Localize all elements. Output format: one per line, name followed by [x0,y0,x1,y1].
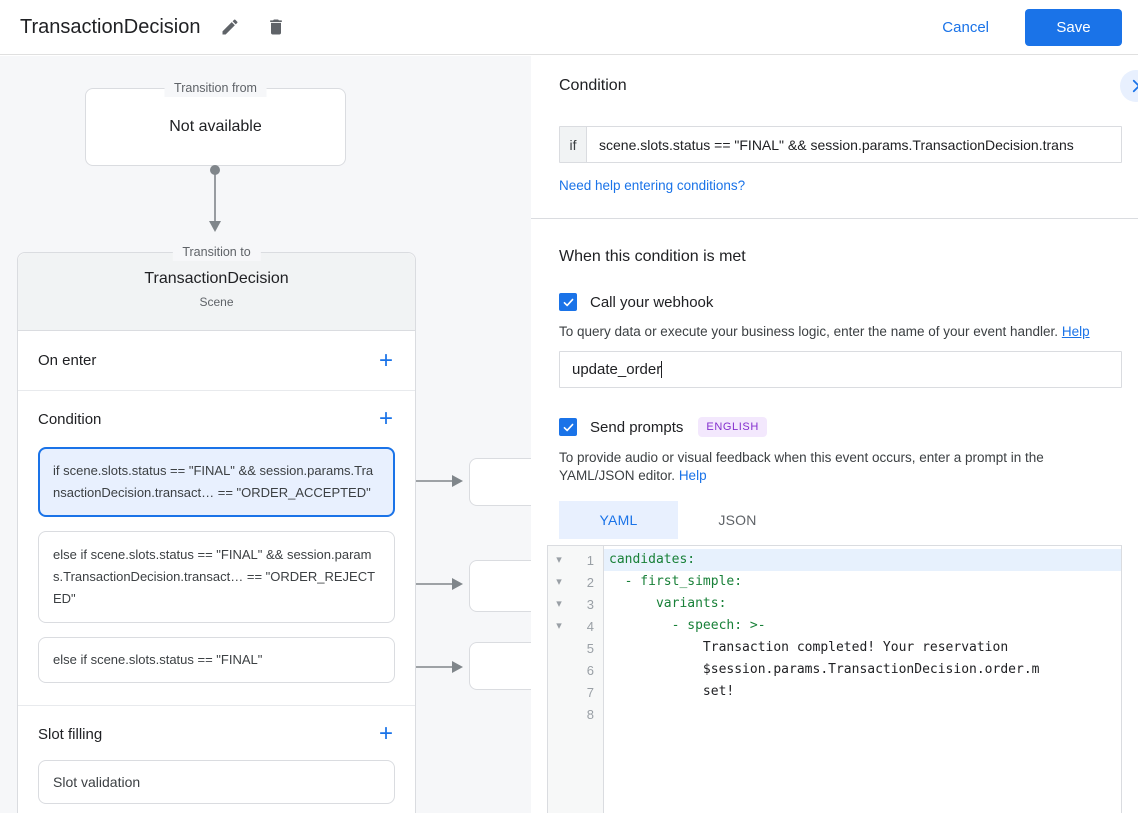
prompts-checkbox[interactable] [559,418,577,436]
condition-card-accepted[interactable]: if scene.slots.status == "FINAL" && sess… [38,447,395,517]
condition-section-label: Condition [38,410,102,428]
webhook-description-text: To query data or execute your business l… [559,324,1059,339]
page-title: TransactionDecision [20,15,201,38]
trash-icon [266,17,286,37]
tab-json[interactable]: JSON [718,512,757,528]
line-number: 1 [586,552,594,568]
scene-card-header[interactable]: TransactionDecision Scene [18,253,415,331]
prompts-description: To provide audio or visual feedback when… [559,449,1122,485]
check-icon [562,421,575,434]
chevron-right-icon [1127,77,1138,95]
webhook-checkbox-row: Call your webhook [559,293,1122,311]
panel-title: Condition [559,77,627,94]
code-line[interactable]: set! [609,684,735,699]
editor-gutter-row: 7 [548,681,603,703]
line-number: 5 [586,640,594,656]
scene-card: Transition to TransactionDecision Scene … [17,244,416,813]
event-handler-value: update_order [572,361,662,378]
fold-triangle-icon[interactable]: ▾ [556,620,562,632]
add-on-enter-button[interactable]: + [378,346,393,374]
line-number: 7 [586,684,594,700]
code-line[interactable]: candidates: [604,549,1121,571]
prompts-description-text: To provide audio or visual feedback when… [559,450,1044,483]
code-line[interactable]: - first_simple: [609,574,743,589]
condition-card-rejected[interactable]: else if scene.slots.status == "FINAL" &&… [38,531,395,623]
transition-from-label: Transition from [164,80,267,97]
webhook-description: To query data or execute your business l… [559,323,1122,341]
editor-code[interactable]: candidates: - first_simple: variants: - … [604,546,1121,813]
delete-scene-button[interactable] [260,11,292,43]
slot-validation-card[interactable]: Slot validation [38,760,395,804]
add-slot-button[interactable]: + [378,720,393,747]
condition-card-final[interactable]: else if scene.slots.status == "FINAL" [38,637,395,683]
section-divider [531,218,1138,219]
line-number: 4 [586,618,594,634]
main-area: Transition from Not available Transition… [0,56,1138,813]
collapse-panel-button[interactable] [1120,70,1138,102]
code-line[interactable] [604,703,1121,725]
slot-filling-label: Slot filling [38,725,103,743]
slot-filling-section: Slot filling + Slot validation [18,706,415,813]
if-prefix: if [560,127,587,162]
edit-title-button[interactable] [214,11,246,43]
line-number: 3 [586,596,594,612]
prompts-help-link[interactable]: Help [678,468,707,483]
cancel-button[interactable]: Cancel [936,18,995,37]
conditions-help-link[interactable]: Need help entering conditions? [559,178,746,193]
editor-gutter-row[interactable]: ▾2 [548,571,603,593]
condition-header-section: Condition if scene.slots.status == "FINA… [531,56,1138,219]
condition-expression-field: if scene.slots.status == "FINAL" && sess… [559,126,1122,163]
tab-yaml[interactable]: YAML [559,501,678,539]
transition-from-content: Not available [169,118,262,135]
code-line[interactable]: $session.params.TransactionDecision.orde… [609,662,1040,677]
top-bar: TransactionDecision Cancel Save [0,0,1138,55]
pencil-icon [220,17,240,37]
transition-from-node[interactable]: Transition from Not available [85,80,346,166]
line-number: 2 [586,574,594,590]
transition-to-label: Transition to [172,244,261,261]
line-number: 6 [586,662,594,678]
when-met-title: When this condition is met [559,248,746,265]
transition-target-node[interactable] [469,458,539,506]
when-met-section: When this condition is met Call your web… [531,219,1138,539]
on-enter-section: On enter + [18,331,415,391]
condition-expression-input[interactable]: scene.slots.status == "FINAL" && session… [599,136,1074,153]
editor-gutter-row: 8 [548,703,603,725]
event-handler-input[interactable]: update_order [559,351,1122,388]
webhook-label: Call your webhook [590,293,714,311]
transition-target-node[interactable] [469,560,539,612]
prompts-label: Send prompts [590,418,684,436]
language-badge: ENGLISH [698,417,767,437]
code-line[interactable]: Transaction completed! Your reservation [609,640,1009,655]
webhook-help-link[interactable]: Help [1061,324,1090,339]
line-number: 8 [586,706,594,722]
editor-format-tabs: YAML JSON [559,501,1122,539]
prompts-checkbox-row: Send prompts ENGLISH [559,417,1122,437]
code-line[interactable]: - speech: >- [609,618,766,633]
fold-triangle-icon[interactable]: ▾ [556,576,562,588]
editor-gutter-row: 5 [548,637,603,659]
check-icon [562,296,575,309]
fold-triangle-icon[interactable]: ▾ [556,554,562,566]
save-button[interactable]: Save [1025,8,1122,46]
scene-name: TransactionDecision [144,270,289,287]
text-caret [661,361,663,378]
scene-type-label: Scene [199,295,234,309]
transition-target-node[interactable] [469,642,539,690]
editor-gutter-row[interactable]: ▾1 [548,549,603,571]
fold-triangle-icon[interactable]: ▾ [556,598,562,610]
condition-section: Condition + if scene.slots.status == "FI… [18,391,415,706]
code-line[interactable]: variants: [609,596,727,611]
editor-gutter-row: 6 [548,659,603,681]
editor-gutter-row[interactable]: ▾3 [548,593,603,615]
webhook-checkbox[interactable] [559,293,577,311]
add-condition-button[interactable]: + [378,405,393,432]
on-enter-label: On enter [38,352,97,369]
editor-gutter-row[interactable]: ▾4 [548,615,603,637]
condition-detail-panel: Condition if scene.slots.status == "FINA… [531,56,1138,813]
